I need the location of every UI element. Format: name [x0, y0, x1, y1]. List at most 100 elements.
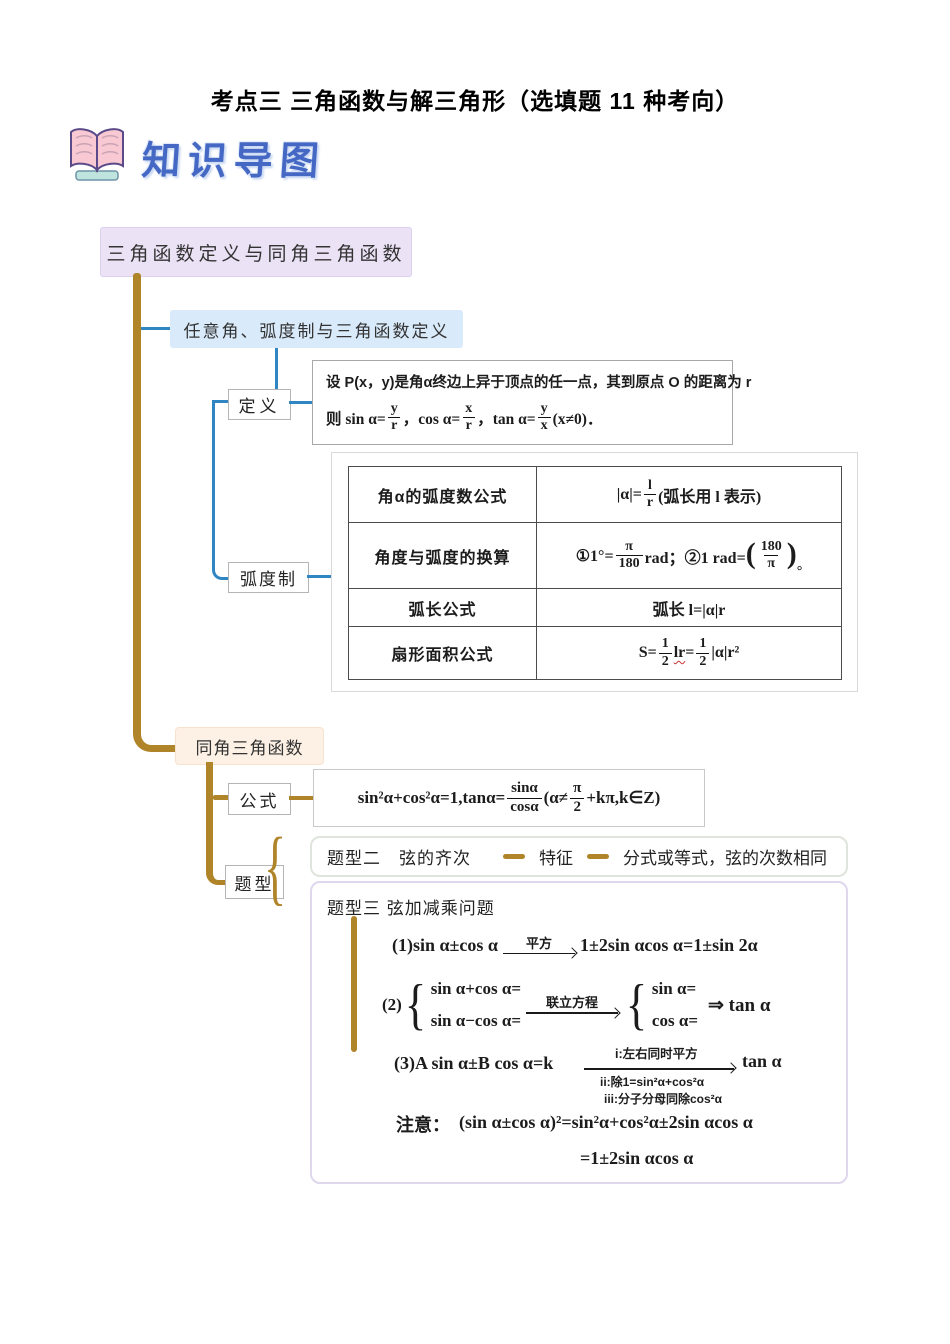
- arrow-line: [502, 952, 575, 955]
- formula-text: ，cos α=: [402, 410, 461, 428]
- gold-dash-connector: [587, 854, 609, 859]
- formula-text: (2): [382, 995, 402, 1014]
- formula-text: (弧长用 l 表示): [658, 488, 762, 506]
- arrow-label: 平方: [525, 935, 552, 951]
- labeled-arrow: 平方: [502, 935, 575, 955]
- formula-text: S=: [638, 644, 657, 661]
- formula-text: (1)sin α±cos α: [392, 935, 498, 955]
- problem-type3-box: 题型三 弦加减乘问题 (1)sin α±cos α 平方 1±2sin αcos…: [310, 881, 848, 1184]
- book-icon: [70, 128, 124, 181]
- formula-node: 公式: [228, 783, 291, 815]
- table-label: 扇形面积公式: [349, 627, 537, 679]
- arrow-line: [526, 1012, 619, 1014]
- formula-text: |α|=: [616, 485, 642, 503]
- implies-text: ⇒ tan α: [708, 994, 771, 1016]
- formula-text: 则 sin α=: [326, 410, 386, 428]
- table-row: 弧长公式 弧长 l=|α|r: [349, 589, 841, 627]
- section-logo-label: 知识导图: [140, 140, 328, 183]
- arrow-label-i: i:左右同时平方: [615, 1047, 698, 1061]
- definition-text: 设 P(x，y)是角α终边上异于顶点的任一点，其到原点 O 的距离为 r: [326, 375, 752, 391]
- right-paren: ): [786, 536, 797, 570]
- formula-text: rad；②1 rad=: [644, 549, 746, 567]
- note-formula-line1: (sin α±cos α)²=sin²α+cos²α±2sin αcos α: [459, 1112, 753, 1132]
- radian-elbow: [212, 548, 232, 580]
- brace-connector: {: [264, 821, 287, 914]
- table-label: 弧长公式: [349, 589, 537, 626]
- definition-detail-box: 设 P(x，y)是角α终边上异于顶点的任一点，其到原点 O 的距离为 r 则 s…: [312, 360, 752, 445]
- formula-text: sin α+cos α=: [430, 979, 522, 998]
- formula-text: sin α−cos α=: [430, 1011, 522, 1030]
- formula-text: cos α=: [651, 1011, 699, 1030]
- formula-text: (α≠: [543, 788, 569, 807]
- note-formula-line2: =1±2sin αcos α: [580, 1148, 694, 1168]
- case-stack: sin α= cos α=: [652, 979, 698, 1031]
- left-paren: (: [745, 536, 756, 570]
- branch1-drop-line: [275, 348, 278, 390]
- degree-symbol: °: [796, 564, 803, 579]
- gold-dash-connector: [503, 854, 525, 859]
- formula-1: (1)sin α±cos α 平方 1±2sin αcos α=1±sin 2α: [392, 935, 758, 956]
- branch2-node: 同角三角函数: [175, 727, 324, 765]
- formula-text: (x≠0)．: [552, 410, 603, 428]
- formula-text: ，tan α=: [477, 410, 536, 428]
- case-stack: sin α+cos α= sin α−cos α=: [431, 979, 521, 1031]
- case-brace: {: [404, 973, 427, 1036]
- formula-2: (2) { sin α+cos α= sin α−cos α= 联立方程 { s…: [382, 973, 771, 1036]
- formula-text: 1±2sin αcos α=1±sin 2α: [579, 935, 758, 955]
- definition-node: 定义: [228, 389, 291, 420]
- arrow-label-iii: iii:分子分母同除cos²α: [604, 1092, 723, 1106]
- formula-text: sin²α+cos²α=1,tanα=: [357, 788, 506, 807]
- table-label: 角α的弧度数公式: [349, 467, 537, 522]
- root-node: 三角函数定义与同角三角函数: [100, 227, 412, 277]
- definition-elbow: [212, 400, 228, 403]
- note-label: 注意：: [396, 1115, 450, 1135]
- branch1-connector: [141, 327, 171, 330]
- formula-text: ①1°=: [575, 547, 614, 565]
- branch1-node: 任意角、弧度制与三角函数定义: [170, 310, 463, 348]
- problem-type2-title: 题型二 弦的齐次: [327, 849, 471, 868]
- formula-line: [289, 796, 313, 800]
- trunk-elbow-connector: [133, 700, 189, 752]
- gold-bar-connector: [351, 916, 357, 1052]
- branch2-elbow: [206, 850, 233, 885]
- spellcheck-underlined-text: lr: [673, 644, 686, 661]
- formula-elbow: [213, 795, 229, 800]
- arrow-label-ii: ii:除1=sin²α+cos²α: [600, 1075, 705, 1089]
- problem-type3-title: 题型三 弦加减乘问题: [327, 899, 495, 918]
- problem-type2-box: 题型二 弦的齐次 特征 分式或等式，弦的次数相同: [310, 836, 848, 877]
- trunk-connector: [133, 273, 141, 705]
- page-title: 考点三 三角函数与解三角形（选填题 11 种考向）: [210, 88, 740, 114]
- arrow-line: [584, 1068, 734, 1070]
- formula-text: +kπ,k∈Z): [586, 788, 661, 807]
- formula-3-rhs: tan α: [742, 1051, 782, 1071]
- radian-line: [307, 575, 332, 578]
- case-brace: {: [625, 973, 648, 1036]
- branch2-drop-line: [206, 762, 213, 854]
- problem-type2-feature-label: 特征: [539, 849, 573, 868]
- labeled-arrow: 联立方程: [526, 995, 619, 1014]
- formula-text: |α|r²: [711, 644, 740, 661]
- table-label: 角度与弧度的换算: [349, 523, 537, 588]
- formula-text: =: [685, 644, 695, 661]
- branch1-child-line: [212, 400, 215, 552]
- problem-type2-description: 分式或等式，弦的次数相同: [623, 849, 827, 868]
- radian-node: 弧度制: [228, 562, 309, 593]
